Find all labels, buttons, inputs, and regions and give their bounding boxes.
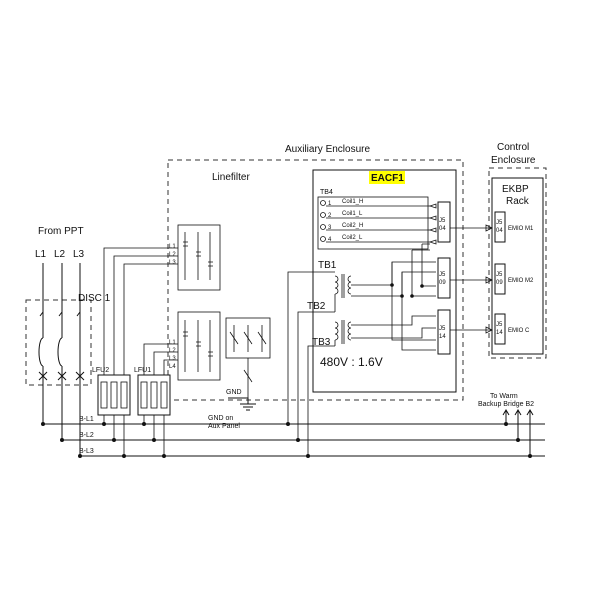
svg-text:EMIO C: EMIO C (508, 328, 530, 334)
lf-pin-l4-bottom: L4 (169, 364, 176, 370)
fuse-label-lfu2: LFU2 (92, 367, 109, 374)
rack-connector-emio-m2: J5 09 EMIO M2 (494, 263, 534, 295)
control-title-line2: Enclosure (491, 155, 536, 166)
varistor-block (225, 317, 271, 400)
from-ppt-label: From PPT (38, 226, 84, 237)
svg-text:2: 2 (328, 213, 332, 219)
linefilter-feed-wires (103, 247, 178, 456)
rack-connector-emio-m1: J5 04 EMIO M1 (494, 211, 534, 243)
svg-text:04: 04 (496, 228, 503, 234)
disc-label: DISC 1 (78, 293, 111, 304)
warm-backup-line1: To Warm (490, 393, 518, 400)
tb2-label: TB2 (307, 301, 326, 312)
bus-label-b-l2: B-L2 (79, 432, 94, 439)
svg-text:EMIO M2: EMIO M2 (508, 278, 534, 284)
svg-text:Coil1_L: Coil1_L (342, 211, 363, 217)
eacf1-title-highlight (369, 171, 405, 184)
rack-title-line2: Rack (506, 196, 530, 207)
svg-text:04: 04 (439, 226, 446, 232)
eacf-connector-14: J5 14 (437, 309, 451, 355)
junction-dots (41, 283, 532, 458)
svg-text:14: 14 (439, 334, 446, 340)
tb4-terminal-2: 2 Coil1_L (320, 211, 430, 219)
lf-pin-l2-bottom: L2 (169, 348, 176, 354)
eacf-connector-09: J5 09 (437, 257, 451, 299)
tb4-terminal-1: 1 Coil1_H (320, 199, 430, 207)
lf-pin-l1-top: L1 (169, 244, 176, 250)
lf-pin-l1-bottom: L1 (169, 340, 176, 346)
control-title-line1: Control (497, 142, 529, 153)
bus-label-b-l3: B-L3 (79, 448, 94, 455)
gnd-label: GND (226, 389, 242, 396)
line-label-l1: L1 (35, 249, 47, 260)
linefilter-label: Linefilter (212, 172, 250, 183)
aux-enclosure-title: Auxiliary Enclosure (285, 144, 370, 155)
svg-text:J5: J5 (439, 218, 446, 224)
lf-pin-l2-top: L2 (169, 252, 176, 258)
svg-text:Coil2_L: Coil2_L (342, 235, 363, 241)
linefilter-upper (177, 224, 221, 291)
lf-pin-l3-top: L3 (169, 260, 176, 266)
svg-text:3: 3 (328, 225, 332, 231)
tb1-label: TB1 (318, 260, 337, 271)
svg-text:J5: J5 (439, 272, 446, 278)
line-label-l3: L3 (73, 249, 85, 260)
gnd-note-line1: GND on (208, 415, 233, 422)
control-enclosure-boundary (488, 167, 547, 359)
eacf-connector-04: J5 04 (428, 201, 451, 245)
transformer-tb3 (334, 320, 352, 344)
tb4-terminal-3: 3 Coil2_H (320, 223, 430, 231)
tb4-terminal-4: 4 Coil2_L (320, 235, 430, 243)
svg-text:Coil2_H: Coil2_H (342, 223, 363, 229)
tb4-block (317, 196, 429, 250)
gnd-note-line2: Aux Panel (208, 423, 240, 430)
svg-text:J5: J5 (439, 326, 446, 332)
line-label-l2: L2 (54, 249, 66, 260)
svg-text:J5: J5 (496, 220, 503, 226)
bus-label-b-l1: B-L1 (79, 416, 94, 423)
tb4-label: TB4 (320, 189, 333, 196)
svg-text:Coil1_H: Coil1_H (342, 199, 363, 205)
svg-text:1: 1 (328, 201, 332, 207)
svg-text:J5: J5 (496, 272, 503, 278)
ground-symbol (228, 397, 256, 411)
eacf1-title: EACF1 (371, 173, 404, 184)
bus-lines (43, 423, 545, 457)
rack-connector-emio-c: J5 14 EMIO C (494, 313, 530, 345)
voltage-ratio: 480V : 1.6V (320, 355, 383, 369)
fuse-block-lfu1 (137, 374, 171, 416)
tb3-label: TB3 (312, 337, 331, 348)
lf-pin-l3-bottom: L3 (169, 356, 176, 362)
transformer-primary-wires (287, 271, 336, 456)
svg-text:09: 09 (496, 280, 503, 286)
svg-text:EMIO M1: EMIO M1 (508, 226, 534, 232)
disconnect-switch (25, 263, 92, 456)
warm-backup-arrows (502, 409, 534, 456)
eacf-to-rack-cables (450, 224, 493, 334)
svg-text:J5: J5 (496, 322, 503, 328)
svg-text:09: 09 (439, 280, 446, 286)
warm-backup-line2: Backup Bridge B2 (478, 401, 534, 408)
rack-title-line1: EKBP (502, 184, 529, 195)
fuse-label-lfu1: LFU1 (134, 367, 151, 374)
svg-text:4: 4 (328, 237, 332, 243)
linefilter-lower (177, 311, 221, 381)
fuse-block-lfu2 (97, 374, 131, 416)
transformer-tb1 (334, 274, 352, 298)
svg-text:14: 14 (496, 330, 503, 336)
